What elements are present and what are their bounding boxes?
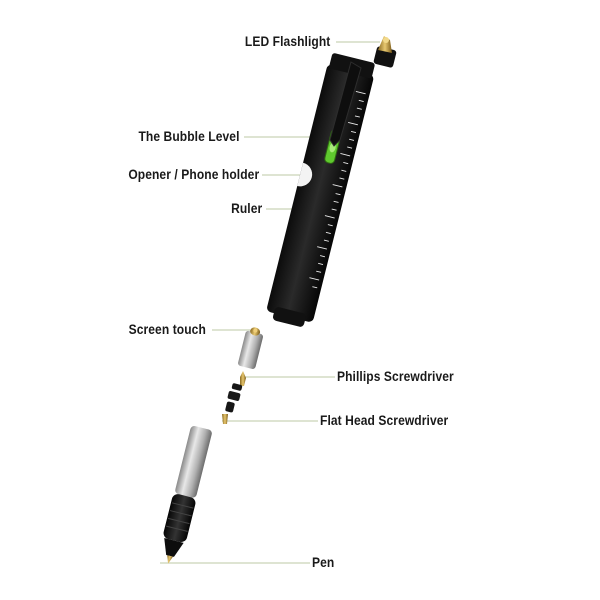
label-ruler: Ruler bbox=[230, 200, 262, 216]
pen-clip bbox=[329, 61, 362, 147]
pen-main-body bbox=[267, 53, 375, 327]
label-opener-phone-holder: Opener / Phone holder bbox=[128, 166, 259, 182]
leader-lines bbox=[160, 41, 380, 564]
screen-touch-cap bbox=[238, 327, 263, 369]
label-pen: Pen bbox=[312, 554, 335, 570]
label-phillips-screwdriver: Phillips Screwdriver bbox=[337, 368, 454, 384]
label-flat-head-screwdriver: Flat Head Screwdriver bbox=[320, 412, 449, 428]
pen-lower-section bbox=[163, 426, 212, 564]
label-bubble-level: The Bubble Level bbox=[138, 128, 240, 144]
led-flashlight-tip bbox=[373, 36, 397, 68]
label-led-flashlight: LED Flashlight bbox=[244, 33, 330, 49]
label-screen-touch: Screen touch bbox=[128, 321, 206, 337]
opener-notch bbox=[297, 162, 313, 187]
screwdriver-bits bbox=[222, 371, 246, 424]
